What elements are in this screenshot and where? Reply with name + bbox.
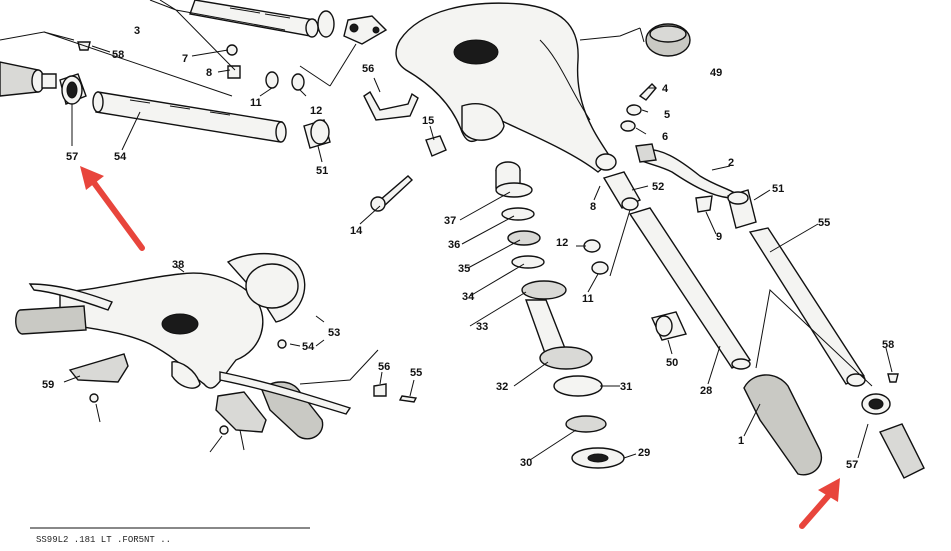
headset-stack <box>495 161 625 469</box>
callout-54: 56 <box>362 63 374 75</box>
callout-49-right: 51 <box>772 183 784 195</box>
race-30 <box>539 346 593 370</box>
callout-8-mid: 8 <box>590 201 596 213</box>
callout-43: 54 <box>302 341 315 353</box>
callout-3: 3 <box>134 25 140 37</box>
screw-56-right <box>887 373 899 383</box>
callout-11-mid: 11 <box>582 293 594 305</box>
bushing-55-top <box>59 73 87 105</box>
callout-7: 7 <box>182 53 188 65</box>
sleeve-39 <box>602 171 641 211</box>
nut-6 <box>620 120 636 132</box>
callout-8-top: 8 <box>206 67 212 79</box>
screw-58-left <box>89 393 99 403</box>
screw-4 <box>638 83 657 101</box>
cap-37 <box>645 23 691 57</box>
left-grip-stub <box>0 61 57 97</box>
ring-35 <box>495 182 533 198</box>
callout-4: 4 <box>662 83 669 95</box>
callout-35: 37 <box>444 215 456 227</box>
callout-34: 36 <box>448 239 460 251</box>
callout-39: 52 <box>652 181 664 193</box>
callout-52: 54 <box>114 151 127 163</box>
clip-9 <box>695 195 713 213</box>
grip-stub-right <box>879 423 925 479</box>
washer-11-top <box>265 71 279 89</box>
handlebar-tube-3 <box>189 0 319 38</box>
assembled-handlebar <box>15 253 352 440</box>
bearing-29 <box>553 375 603 397</box>
callout-30: 32 <box>496 381 508 393</box>
washer-32 <box>511 255 545 269</box>
callout-55-left: 57 <box>66 151 78 163</box>
callout-9: 9 <box>716 231 722 243</box>
callout-53: 55 <box>818 217 830 229</box>
washer-12-mid <box>583 239 601 253</box>
handlebar-casting-top <box>395 2 617 173</box>
race-28 <box>565 415 607 433</box>
grip-1 <box>743 374 823 476</box>
clamp-38 <box>651 311 687 341</box>
callout-26: 28 <box>700 385 712 397</box>
callout-12-mid: 12 <box>556 237 568 249</box>
bolt-14 <box>370 175 414 212</box>
callout-37: 49 <box>710 67 722 79</box>
callout-51: 56 <box>378 361 390 373</box>
cup-31 <box>521 280 567 300</box>
nut-43 <box>277 339 287 349</box>
nut-7 <box>226 44 238 56</box>
washer-5 <box>626 104 642 116</box>
tube-26 <box>628 207 752 370</box>
callout-2: 2 <box>728 157 734 169</box>
washer-11-mid <box>591 261 609 275</box>
footer-text: SS99L2 .181 LT .FOR5NT .. <box>36 535 171 545</box>
callout-42: 53 <box>328 327 340 339</box>
callout-28: 30 <box>520 457 532 469</box>
callout-29: 31 <box>620 381 632 393</box>
callout-38: 50 <box>666 357 678 369</box>
fork-clamp <box>343 15 388 45</box>
plate-59 <box>215 391 267 433</box>
bracket-54 <box>363 90 419 121</box>
lever-2 <box>635 143 738 199</box>
shaft-52 <box>92 91 287 143</box>
highlight-arrow-left <box>80 166 145 251</box>
callout-32: 34 <box>462 291 475 303</box>
callout-5: 5 <box>664 109 670 121</box>
washer-34 <box>501 207 535 221</box>
callout-55-right: 57 <box>846 459 858 471</box>
callout-6: 6 <box>662 131 668 143</box>
washer-top <box>317 10 335 38</box>
highlight-arrow-right <box>799 478 840 529</box>
callout-12-top: 12 <box>310 105 322 117</box>
callout-33: 35 <box>458 263 470 275</box>
screw-58-right <box>219 425 229 435</box>
callout-36: 38 <box>172 259 184 271</box>
callout-11-top: 11 <box>250 97 262 109</box>
nut-33 <box>507 230 541 246</box>
callout-31: 33 <box>476 321 488 333</box>
bushing-55-right <box>861 393 891 415</box>
callout-1: 1 <box>738 435 744 447</box>
plate-57 <box>68 353 129 383</box>
screw-50 <box>398 395 418 403</box>
callout-27: 29 <box>638 447 650 459</box>
callout-57: 59 <box>42 379 54 391</box>
washer-12-top <box>291 73 305 91</box>
bushing-49-right <box>727 189 757 229</box>
leader-lines <box>0 0 893 461</box>
callout-56-top: 58 <box>112 49 124 61</box>
callout-14: 14 <box>350 225 363 237</box>
callout-labels: 3 58 7 8 11 12 57 54 51 56 15 14 49 4 5 … <box>42 25 894 471</box>
callout-50: 55 <box>410 367 422 379</box>
callout-49-top: 51 <box>316 165 328 177</box>
callout-56-right: 58 <box>882 339 894 351</box>
callout-15: 15 <box>422 115 434 127</box>
nut-15 <box>425 135 447 157</box>
nut-51 <box>373 383 387 397</box>
bushing-49-top <box>303 119 331 149</box>
nut-8 <box>227 65 241 79</box>
